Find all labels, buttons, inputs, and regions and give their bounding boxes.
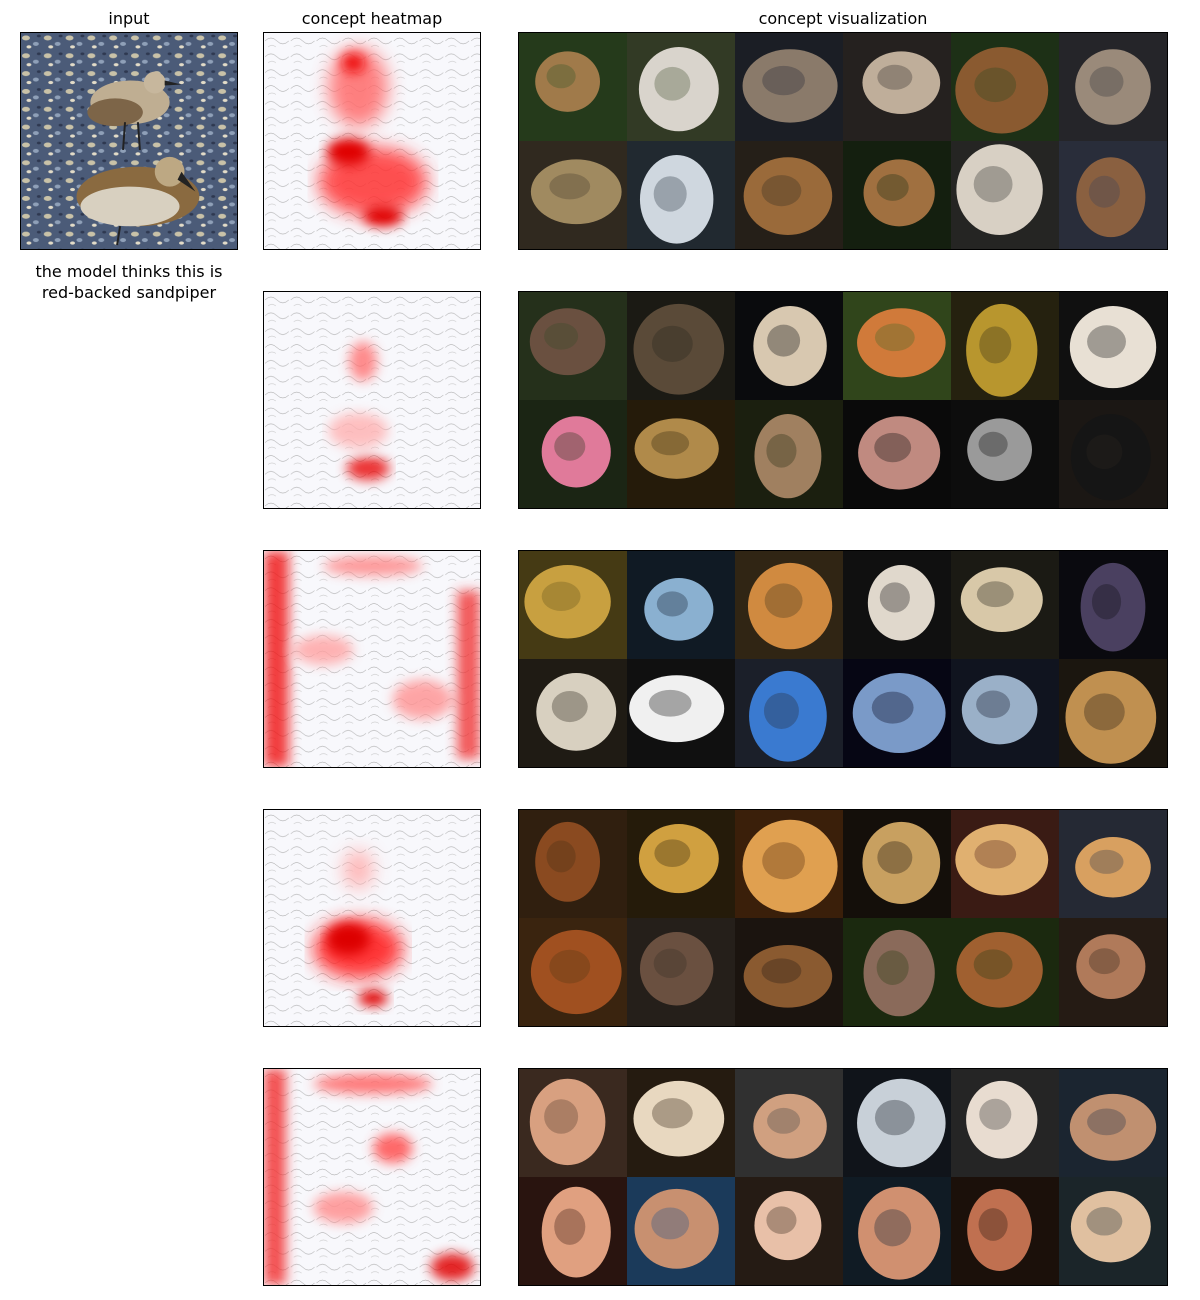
concept-example-person (627, 1177, 735, 1285)
concept-example-piano (1059, 292, 1167, 400)
concept-example-dog (951, 918, 1059, 1026)
concept-example-dog (735, 918, 843, 1026)
concept-example-shoe (843, 551, 951, 659)
heatmap-2 (263, 291, 481, 509)
concept-example-bird (735, 33, 843, 141)
concept-example-deer (951, 292, 1059, 400)
input-column-title: input (108, 9, 150, 28)
concept-example-baby (735, 1177, 843, 1285)
concept-example-piano (735, 292, 843, 400)
caption-line-2: red-backed sandpiper (41, 283, 217, 302)
concept-example-bird (951, 400, 1059, 508)
concept-example-bird (519, 33, 627, 141)
concept-example-suit (1059, 551, 1167, 659)
concept-visualization-4 (518, 809, 1168, 1027)
concept-example-bread (843, 810, 951, 918)
concept-example-chair (627, 292, 735, 400)
concept-visualization-2 (518, 291, 1168, 509)
concept-example-bird (1059, 141, 1167, 249)
concept-example-frog (519, 1177, 627, 1285)
concept-example-people (951, 1069, 1059, 1177)
concept-example-water (951, 659, 1059, 767)
concept-example-water (627, 551, 735, 659)
concept-example-bird (1059, 33, 1167, 141)
concept-example-dog (627, 918, 735, 1026)
concept-example-bread (951, 810, 1059, 918)
heatmap-4 (263, 809, 481, 1027)
concept-example-fox (843, 292, 951, 400)
concept-example-bird (519, 141, 627, 249)
concept-example-bird (843, 33, 951, 141)
concept-example-fabric (519, 659, 627, 767)
concept-visualization-3 (518, 550, 1168, 768)
concept-example-bird (627, 141, 735, 249)
concept-visualization-5 (518, 1068, 1168, 1286)
concept-example-person (519, 1069, 627, 1177)
concept-example-dog (519, 810, 627, 918)
concept-example-coral (843, 659, 951, 767)
heatmap-column-title: concept heatmap (301, 9, 443, 28)
concept-example-person (1059, 1177, 1167, 1285)
prediction-caption: the model thinks this is red-backed sand… (18, 261, 240, 303)
heatmap-5 (263, 1068, 481, 1286)
concept-example-sand (1059, 659, 1167, 767)
visualization-column-title: concept visualization (758, 9, 928, 28)
input-image (20, 32, 238, 250)
concept-example-flower (627, 659, 735, 767)
concept-example-person (843, 1069, 951, 1177)
concept-example-skin (627, 1069, 735, 1177)
concept-example-person (1059, 1069, 1167, 1177)
concept-example-person (735, 1069, 843, 1177)
concept-example-deer (519, 292, 627, 400)
concept-example-person (951, 551, 1059, 659)
concept-example-bird (735, 400, 843, 508)
concept-example-food (627, 810, 735, 918)
concept-example-bird (951, 141, 1059, 249)
concept-example-bird (843, 141, 951, 249)
concept-example-bread (735, 810, 843, 918)
concept-example-puzzle (735, 659, 843, 767)
concept-example-shelf (519, 551, 627, 659)
concept-example-bird (951, 33, 1059, 141)
concept-example-elephant (843, 918, 951, 1026)
input-image-sandpipers (21, 33, 237, 249)
heatmap-3 (263, 550, 481, 768)
concept-example-people (951, 1177, 1059, 1285)
concept-visualization-1 (518, 32, 1168, 250)
concept-example-fish (627, 400, 735, 508)
concept-example-pig (1059, 918, 1167, 1026)
concept-example-spoonbill (519, 400, 627, 508)
caption-line-1: the model thinks this is (35, 262, 223, 281)
concept-example-fabric (735, 551, 843, 659)
concept-example-leg (843, 400, 951, 508)
heatmap-1 (263, 32, 481, 250)
concept-example-dog (519, 918, 627, 1026)
concept-example-bread (1059, 810, 1167, 918)
concept-example-piano (1059, 400, 1167, 508)
concept-example-bird (735, 141, 843, 249)
concept-example-bird (627, 33, 735, 141)
concept-example-person (843, 1177, 951, 1285)
